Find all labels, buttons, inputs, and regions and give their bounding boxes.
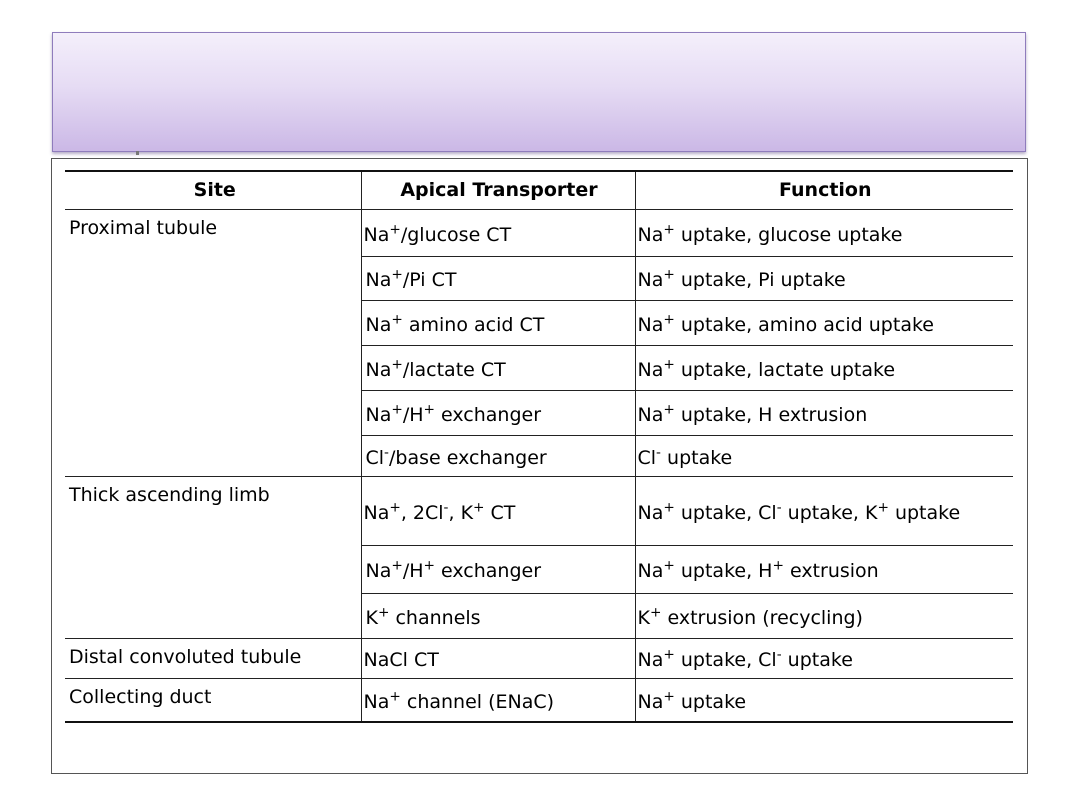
function-cell: Na+ uptake, glucose uptake (634, 208, 1013, 257)
transporter-cell: Na+ amino acid CT (361, 299, 636, 346)
function-cell: Na+ uptake, Cl- uptake (634, 637, 1013, 679)
function-cell: Na+ uptake, amino acid uptake (634, 299, 1013, 346)
transporter-cell: Na+/Pi CT (361, 255, 636, 301)
transporter-cell: Na+/glucose CT (360, 208, 636, 257)
table-row: Na+/H+ exchanger Na+ uptake, H extrusion (65, 389, 1013, 436)
function-cell: Na+ uptake (634, 677, 1013, 723)
header-site: Site (65, 170, 362, 210)
transporter-cell: NaCl CT (360, 637, 636, 679)
site-proximal-tubule: Proximal tubule (65, 208, 362, 477)
function-cell: Na+ uptake, Cl- uptake, K+ uptake (634, 475, 1013, 546)
table-row: Cl-/base exchanger Cl- uptake (65, 434, 1013, 477)
header-function: Function (634, 170, 1013, 210)
table-row: Na+/lactate CT Na+ uptake, lactate uptak… (65, 344, 1013, 391)
function-cell: Cl- uptake (634, 434, 1013, 477)
site-distal-convoluted-tubule: Distal convoluted tubule (65, 637, 362, 679)
function-cell: Na+ uptake, Pi uptake (634, 255, 1013, 301)
table-row: Na+ amino acid CT Na+ uptake, amino acid… (65, 299, 1013, 346)
table-header-row: Site Apical Transporter Function (65, 170, 1013, 210)
site-thick-ascending-limb: Thick ascending limb (65, 475, 362, 639)
table-row: Na+/H+ exchanger Na+ uptake, H+ extrusio… (65, 544, 1013, 594)
header-apical-transporter: Apical Transporter (360, 170, 636, 210)
transporter-cell: Na+, 2Cl-, K+ CT (360, 475, 636, 546)
site-collecting-duct: Collecting duct (65, 677, 362, 723)
transporter-table: Site Apical Transporter Function Proxima… (65, 170, 1013, 723)
function-cell: Na+ uptake, lactate uptake (634, 344, 1013, 391)
function-cell: K+ extrusion (recycling) (634, 592, 1013, 639)
frame-tick-mark (136, 151, 139, 155)
transporter-cell: Na+/lactate CT (361, 344, 636, 391)
title-banner (52, 32, 1026, 152)
table-row: Proximal tubule Na+/glucose CT Na+ uptak… (65, 208, 1013, 477)
transporter-cell: Na+/H+ exchanger (361, 544, 636, 594)
function-cell: Na+ uptake, H extrusion (634, 389, 1013, 436)
transporter-cell: Na+/H+ exchanger (361, 389, 636, 436)
transporter-cell: Cl-/base exchanger (361, 434, 636, 477)
function-cell: Na+ uptake, H+ extrusion (634, 544, 1013, 594)
table-row: Thick ascending limb Na+, 2Cl-, K+ CT Na… (65, 475, 1013, 639)
transporter-cell: K+ channels (361, 592, 636, 639)
table-row: Collecting duct Na+ channel (ENaC) Na+ u… (65, 677, 1013, 723)
transporter-cell: Na+ channel (ENaC) (360, 677, 636, 723)
table-row: Distal convoluted tubule NaCl CT Na+ upt… (65, 637, 1013, 679)
